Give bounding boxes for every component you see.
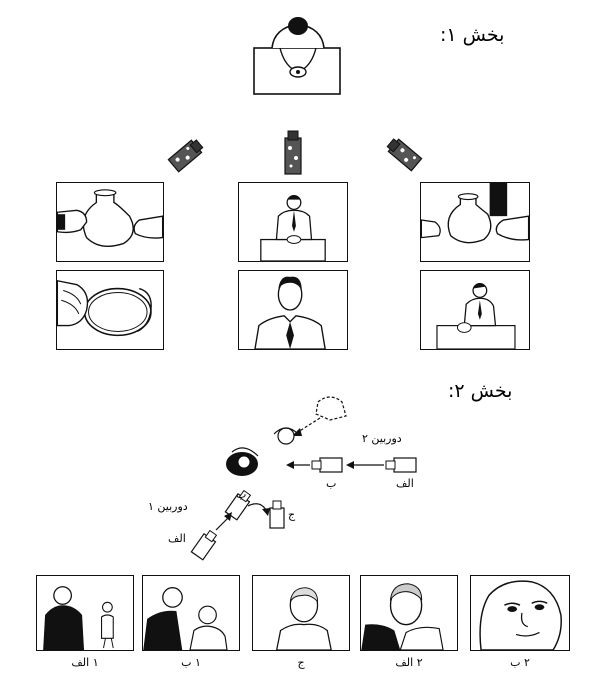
- shot-2a: [360, 575, 458, 651]
- shot-1b-caption: ۱ ب: [181, 656, 201, 669]
- shot-c-caption: ج: [297, 656, 305, 669]
- camera-1-label: دوربین ۱: [148, 500, 188, 513]
- camera-1-pos-b-label: ب: [236, 488, 247, 501]
- section-1-title: بخش ۱:: [440, 24, 505, 46]
- shot-1b: [142, 575, 240, 651]
- shot-center-bottom: [238, 270, 348, 350]
- camera-c-label: ج: [288, 508, 296, 521]
- camera-left-icon: [167, 139, 204, 173]
- camera-2-pos-b-label: ب: [326, 477, 337, 490]
- shot-2a-caption: ۲ الف: [395, 656, 423, 669]
- shot-2b: [470, 575, 570, 651]
- shot-1a-caption: ۱ الف: [71, 656, 99, 669]
- camera-plan-diagram: [190, 396, 417, 561]
- shot-left-top: [56, 182, 164, 262]
- shot-left-bottom: [56, 270, 164, 350]
- shot-1a: [36, 575, 134, 651]
- top-view-figure-icon: [253, 17, 341, 95]
- shot-c: [252, 575, 350, 651]
- shot-2b-caption: ۲ ب: [510, 656, 530, 669]
- shot-right-top: [420, 182, 530, 262]
- camera-right-icon: [386, 138, 423, 172]
- camera-2-label: دوربین ۲: [362, 432, 402, 445]
- camera-2-pos-a-label: الف: [396, 477, 414, 490]
- shot-center-top: [238, 182, 348, 262]
- camera-1-pos-a-label: الف: [168, 532, 186, 545]
- camera-center-icon: [284, 130, 302, 175]
- section-2-title: بخش ۲:: [448, 380, 513, 402]
- shot-right-bottom: [420, 270, 530, 350]
